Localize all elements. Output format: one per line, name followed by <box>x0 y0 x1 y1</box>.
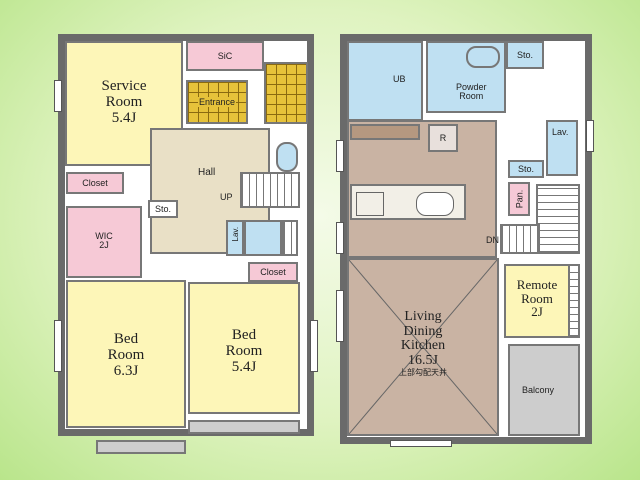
unit-bath: UB <box>347 41 423 121</box>
remote-shelf <box>568 264 580 338</box>
window-f1-right <box>310 320 318 372</box>
ldk-ceiling-lines <box>349 260 497 434</box>
entrance-porch <box>264 62 308 124</box>
remote-line2: Room <box>521 290 553 306</box>
toilet-shelf <box>282 220 298 256</box>
window-f1-left-1 <box>54 80 62 112</box>
up-label: UP <box>220 192 233 202</box>
refrigerator: R <box>428 124 458 152</box>
storage-floor1: Sto. <box>148 200 178 218</box>
window-f1-left-2 <box>54 320 62 372</box>
ub-label: UB <box>393 74 406 84</box>
stairs-floor2-lower <box>500 224 540 254</box>
wic-room: WIC 2J <box>66 206 142 278</box>
sink-icon <box>416 192 454 216</box>
bedroom-1: Bed Room 6.3J <box>66 280 186 428</box>
powder-line1: Powder <box>456 82 487 92</box>
sic-label: SiC <box>217 51 233 61</box>
entrance-area: Entrance <box>186 80 248 124</box>
lavatory-floor1: Lav. <box>226 220 244 256</box>
bed1-name-line2: Room <box>107 346 145 363</box>
closet-right-label: Closet <box>260 267 286 277</box>
wic-size: 2J <box>99 240 109 251</box>
wic-name: WIC <box>95 231 113 241</box>
ldk-line3: Kitchen <box>400 338 446 354</box>
balcony: Balcony <box>508 344 580 436</box>
window-f2-left-1 <box>336 140 344 172</box>
floor1-balcony-strip <box>96 440 186 454</box>
closet-left-label: Closet <box>82 178 108 188</box>
hall-label: Hall <box>198 167 216 178</box>
stairs-floor2 <box>536 184 580 254</box>
pantry: Pan. <box>508 182 530 216</box>
shoe-cabinet <box>276 142 298 172</box>
ldk-size: 16.5J <box>408 353 438 369</box>
remote-size: 2J <box>531 304 543 320</box>
kitchen-shelf <box>350 124 420 140</box>
service-room-name-line2: Room <box>105 93 143 110</box>
bed1-size: 6.3J <box>113 362 139 379</box>
bed1-name-line1: Bed <box>113 331 139 347</box>
balcony-label: Balcony <box>522 385 555 395</box>
lav2-label: Lav. <box>552 127 569 137</box>
kitchen-counter <box>350 184 466 220</box>
entrance-label: Entrance <box>197 97 237 107</box>
dn-label: DN <box>486 235 499 245</box>
bed2-size: 5.4J <box>231 358 257 375</box>
ldk-line2: Dining <box>403 323 443 339</box>
lav-label: Lav. <box>231 226 241 242</box>
sto-top-label: Sto. <box>516 50 533 60</box>
window-f2-right <box>586 120 594 152</box>
sic-room: SiC <box>186 41 264 71</box>
window-f2-left-2 <box>336 222 344 254</box>
sto-mid-label: Sto. <box>517 164 534 174</box>
ldk-main: Living Dining Kitchen 16.5J 上部勾配天井 <box>347 258 499 436</box>
powder-sink <box>466 46 500 68</box>
lavatory-floor2: Lav. <box>546 120 578 176</box>
closet-left: Closet <box>66 172 124 194</box>
service-room: Service Room 5.4J <box>65 41 183 166</box>
bed2-name-line1: Bed <box>231 327 257 343</box>
floor1-step <box>188 420 300 434</box>
ldk-note: 上部勾配天井 <box>399 367 447 377</box>
storage-floor2-mid: Sto. <box>508 160 544 178</box>
remote-room: Remote Room 2J <box>504 264 570 338</box>
window-f2-bottom <box>390 440 452 447</box>
stairs-floor1 <box>240 172 300 208</box>
powder-line2: Room <box>459 91 484 102</box>
bed2-name-line2: Room <box>225 342 263 359</box>
closet-right: Closet <box>248 262 298 282</box>
bedroom-2: Bed Room 5.4J <box>188 282 300 414</box>
pan-label: Pan. <box>514 189 525 209</box>
remote-line1: Remote <box>516 277 558 292</box>
r-label: R <box>439 133 447 143</box>
service-room-size: 5.4J <box>111 109 137 126</box>
toilet-floor1 <box>244 220 282 256</box>
ldk-line1: Living <box>404 309 442 324</box>
storage-floor2-top: Sto. <box>506 41 544 69</box>
stove-icon <box>356 192 384 216</box>
window-f2-left-3 <box>336 290 344 342</box>
service-room-name-line1: Service <box>101 78 147 94</box>
sto-label: Sto. <box>154 204 171 214</box>
